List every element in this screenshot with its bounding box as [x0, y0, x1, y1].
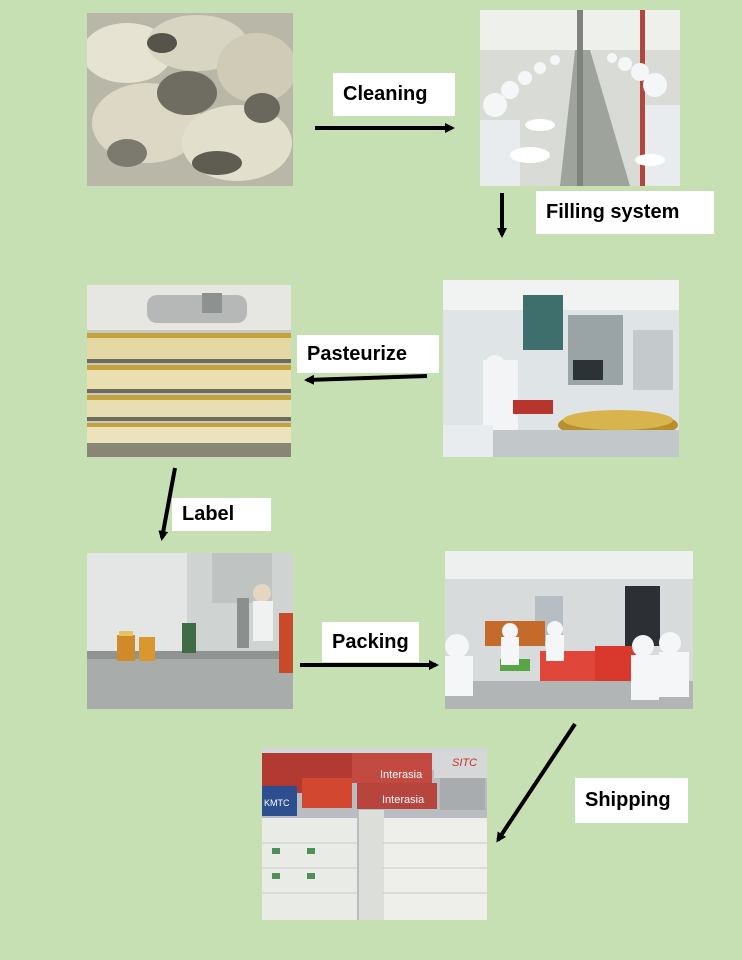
cleaning-room-photo: [480, 10, 680, 186]
container-brand-2: Interasia: [382, 794, 425, 806]
container-brand-4: KMTC: [264, 798, 290, 808]
labeling-line-photo: [87, 553, 293, 709]
shipping-yard-photo: Interasia Interasia SITC KMTC: [262, 748, 487, 920]
container-brand-1: Interasia: [380, 769, 423, 781]
arrow-to-pasteurize: [304, 374, 428, 385]
filling-machine-photo: [443, 280, 679, 457]
step-label-packing: Packing: [322, 622, 419, 662]
step-label-label: Label: [172, 498, 271, 531]
step-label-cleaning: Cleaning: [333, 73, 455, 116]
container-brand-3: SITC: [452, 757, 477, 769]
raw-nests-photo: [87, 13, 293, 186]
arrow-to-shipping: [496, 722, 577, 843]
packing-room-photo: [445, 551, 693, 709]
step-label-filling-system: Filling system: [536, 191, 714, 234]
arrow-to-label: [158, 467, 177, 541]
pasteurize-racks-photo: [87, 285, 291, 457]
step-label-shipping: Shipping: [575, 778, 688, 823]
step-label-pasteurize: Pasteurize: [297, 335, 439, 373]
